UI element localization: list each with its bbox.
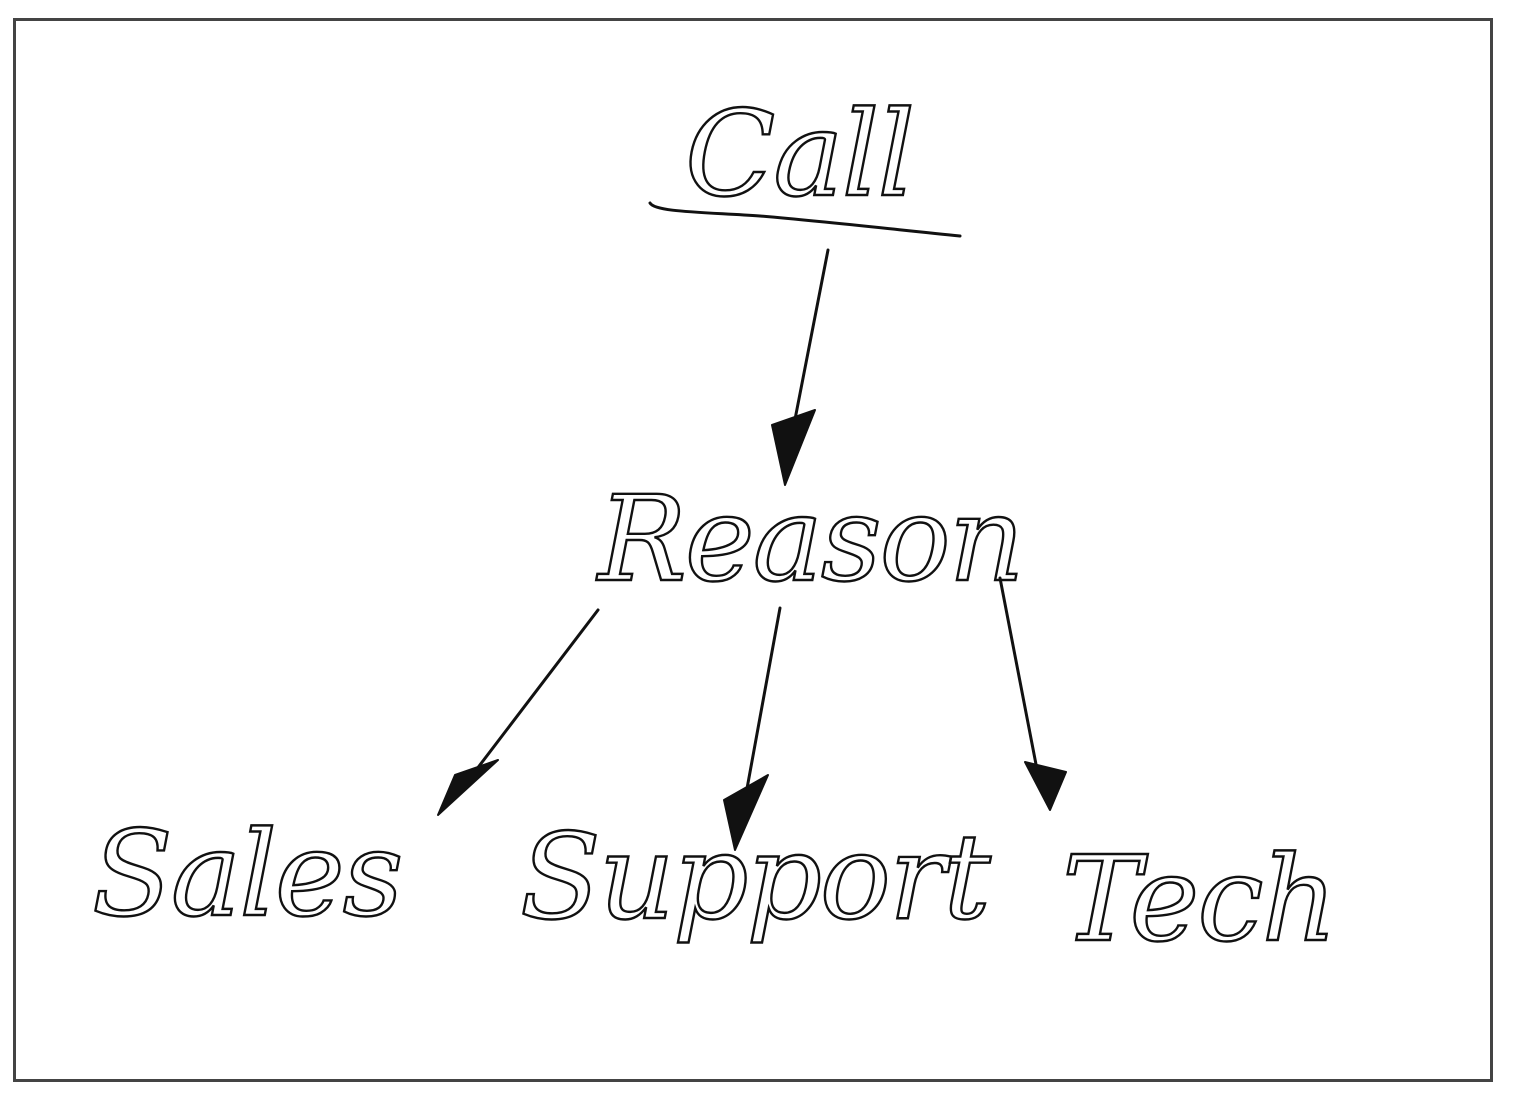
- node-support: Support: [519, 807, 995, 947]
- edge-reason-tech-line: [998, 576, 1042, 787]
- node-sales-label: Sales: [92, 805, 401, 943]
- edge-reason-sales-arrowhead: [437, 759, 499, 816]
- edge-reason-sales-line: [468, 608, 600, 780]
- edge-reason-support: [723, 606, 782, 851]
- node-call-label: Call: [685, 85, 913, 223]
- edge-reason-sales: [437, 608, 600, 816]
- node-sales: Sales: [91, 804, 405, 944]
- whiteboard-frame: [13, 18, 1493, 1082]
- edge-call-reason-arrowhead: [771, 409, 816, 486]
- node-reason: Reason: [595, 469, 1026, 609]
- node-reason-label: Reason: [596, 470, 1023, 608]
- edge-reason-support-arrowhead: [723, 774, 769, 851]
- node-support-label: Support: [520, 808, 991, 946]
- edge-call-reason: [771, 248, 830, 486]
- edge-reason-tech: [998, 576, 1067, 811]
- node-tech: Tech: [1061, 829, 1339, 969]
- node-call: Call: [648, 84, 962, 238]
- edge-call-reason-line: [788, 248, 830, 447]
- node-call-underline: [648, 201, 962, 238]
- edge-reason-support-line: [742, 606, 782, 807]
- node-tech-label: Tech: [1062, 830, 1335, 968]
- edge-reason-tech-arrowhead: [1024, 761, 1067, 811]
